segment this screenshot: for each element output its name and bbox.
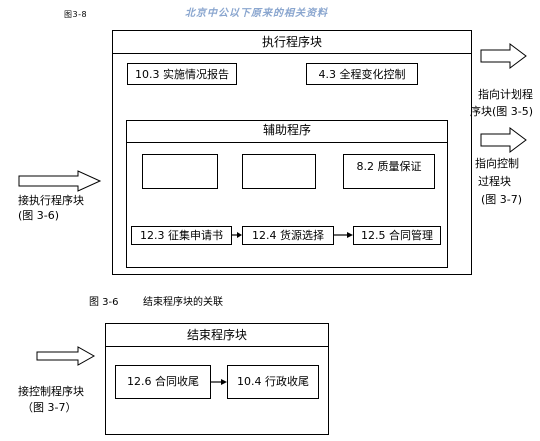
execution-block-divider: [113, 53, 471, 54]
flow-arrow-1: [232, 232, 242, 238]
incoming-label-control-2: （图 3-7）: [22, 401, 77, 414]
auxiliary-block-divider: [127, 142, 447, 143]
execution-block-title: 执行程序块: [261, 35, 322, 49]
auxiliary-block: 辅助程序 8.2 质量保证 12.3 征集申请书 12.4 货源选择 12.5 …: [126, 120, 448, 268]
contract-management-box: 12.5 合同管理: [353, 226, 441, 245]
progress-report-box: 10.3 实施情况报告: [127, 63, 237, 85]
closing-block-divider: [106, 346, 328, 347]
caption-text: 结束程序块的关联: [143, 297, 223, 308]
flow-arrow-2: [334, 232, 353, 238]
incoming-arrow-execution: [18, 170, 102, 192]
figure-label: 图3-8: [64, 10, 88, 19]
empty-box-2: [242, 154, 316, 189]
solicitation-box: 12.3 征集申请书: [131, 226, 232, 245]
incoming-label-execution-1: 接执行程序块: [18, 194, 84, 207]
quality-assurance-label: 8.2 质量保证: [356, 160, 422, 173]
closing-block-title: 结束程序块: [186, 328, 247, 342]
progress-report-label: 10.3 实施情况报告: [135, 68, 229, 81]
caption-figure-number: 图 3-6: [89, 297, 119, 308]
incoming-label-execution-2: (图 3-6): [18, 209, 60, 222]
incoming-arrow-control: [36, 346, 96, 366]
source-selection-label: 12.4 货源选择: [252, 229, 324, 242]
outgoing-label-control-1: 指向控制: [475, 157, 519, 170]
closing-block: 结束程序块 12.6 合同收尾 10.4 行政收尾: [105, 323, 329, 435]
empty-box-1: [142, 154, 218, 189]
outgoing-arrow-control: [480, 127, 527, 153]
contract-closeout-label: 12.6 合同收尾: [127, 375, 199, 388]
outgoing-label-plan-1: 指向计划程: [478, 88, 533, 101]
outgoing-label-control-2: 过程块: [478, 175, 511, 188]
solicitation-label: 12.3 征集申请书: [140, 229, 223, 242]
change-control-box: 4.3 全程变化控制: [306, 63, 418, 85]
incoming-label-control-1: 接控制程序块: [18, 385, 84, 398]
quality-assurance-box: 8.2 质量保证: [343, 154, 435, 189]
closing-flow-arrow: [211, 379, 227, 385]
source-selection-box: 12.4 货源选择: [242, 226, 334, 245]
outgoing-arrow-plan: [480, 43, 527, 69]
administrative-closure-label: 10.4 行政收尾: [237, 375, 309, 388]
contract-closeout-box: 12.6 合同收尾: [115, 365, 211, 399]
change-control-label: 4.3 全程变化控制: [318, 68, 406, 81]
auxiliary-block-title: 辅助程序: [262, 123, 311, 137]
watermark-text: 北京中公以下原来的相关资料: [185, 8, 328, 19]
administrative-closure-box: 10.4 行政收尾: [227, 365, 319, 399]
execution-block: 执行程序块 10.3 实施情况报告 4.3 全程变化控制 辅助程序 8.2 质量…: [112, 30, 472, 275]
contract-management-label: 12.5 合同管理: [361, 229, 433, 242]
outgoing-label-control-3: (图 3-7): [481, 193, 523, 206]
outgoing-label-plan-2: 序块(图 3-5): [470, 105, 534, 118]
